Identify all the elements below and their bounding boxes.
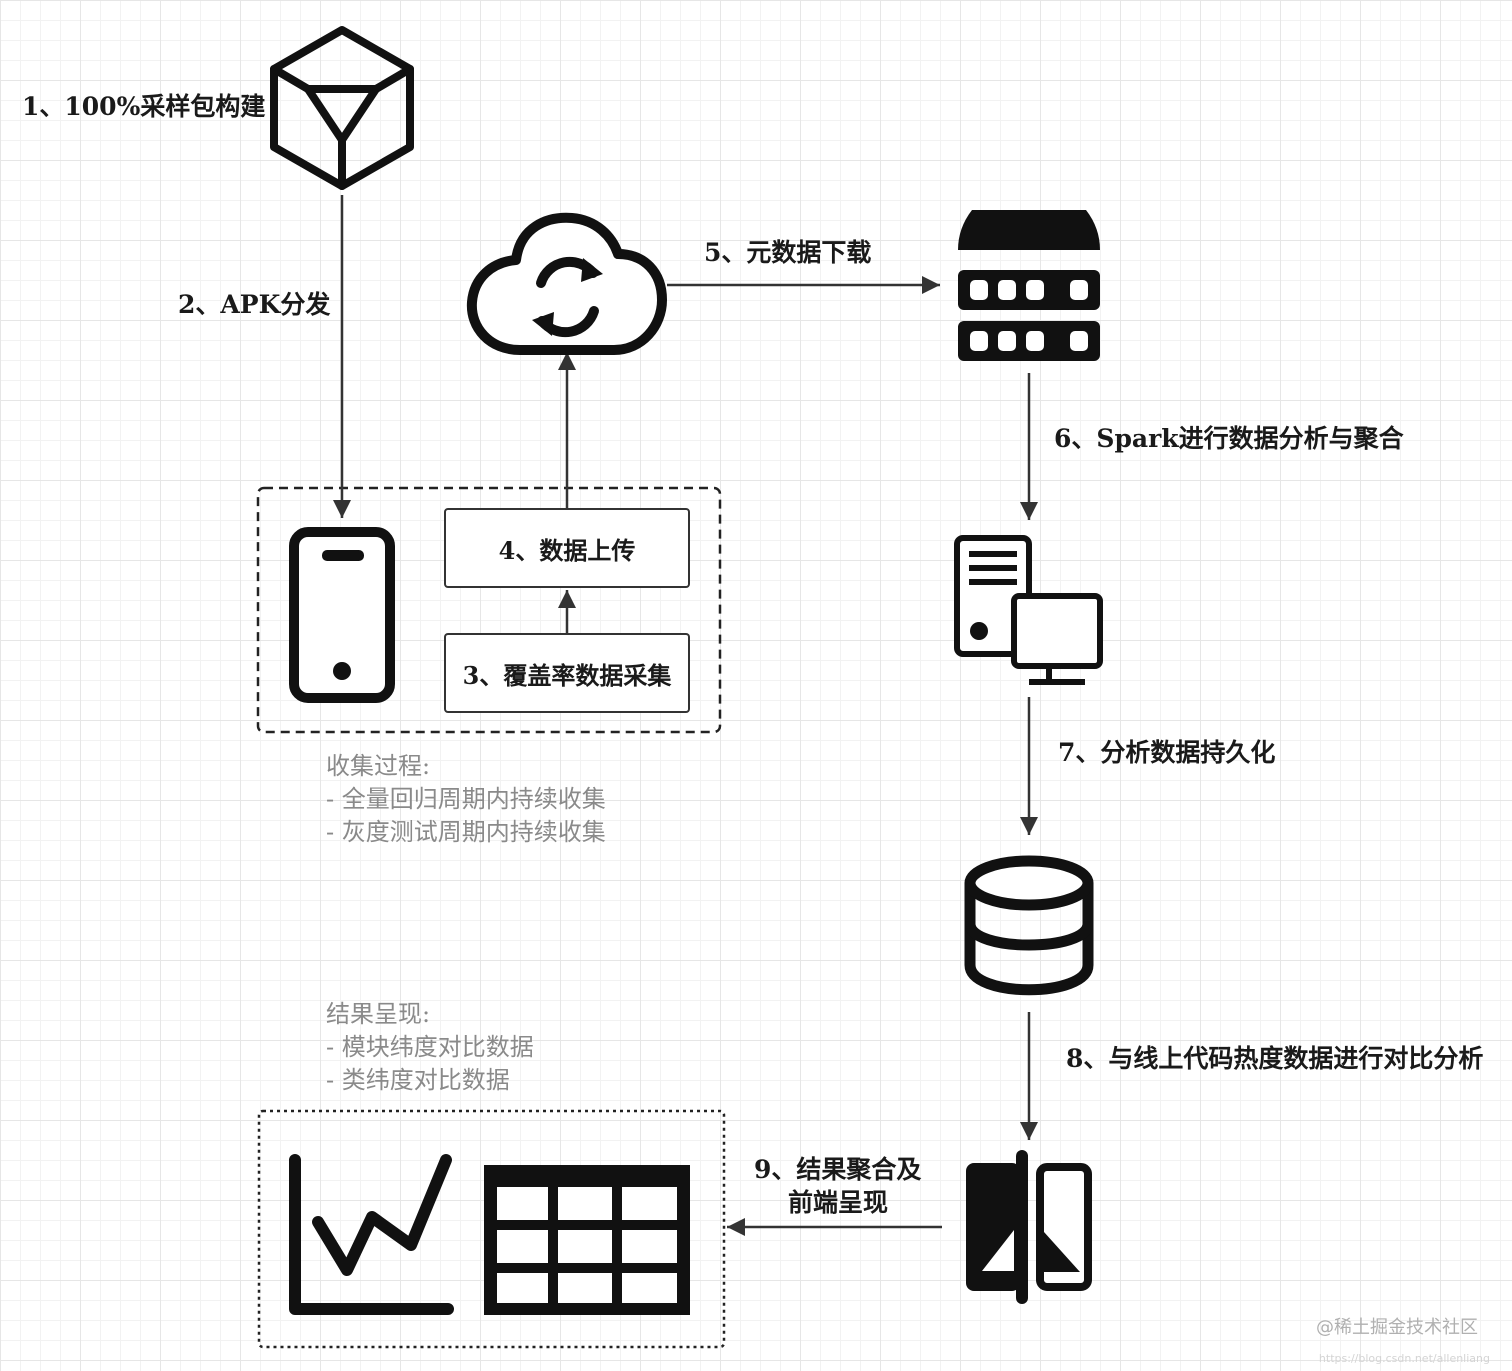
- watermark: @稀土掘金技术社区: [1316, 1317, 1478, 1338]
- label-aggregate-line2: 前端呈现: [788, 1188, 889, 1217]
- label-compare: 8、与线上代码热度数据进行对比分析: [1066, 1044, 1484, 1073]
- watermark-url: https://blog.csdn.net/allenliang: [1318, 1352, 1490, 1365]
- workstation-icon: [954, 535, 1103, 685]
- server-rack-icon: [958, 210, 1100, 361]
- results-note-item: - 模块纬度对比数据: [326, 1033, 534, 1061]
- table-grid-icon: [484, 1165, 690, 1315]
- upload-step-label: 4、数据上传: [498, 535, 636, 565]
- collect-step-box: 3、覆盖率数据采集: [444, 633, 690, 713]
- compare-icon: [966, 1150, 1092, 1304]
- results-note-item: - 类纬度对比数据: [326, 1066, 510, 1094]
- results-note: 结果呈现: - 模块纬度对比数据 - 类纬度对比数据: [326, 998, 534, 1097]
- collect-step-label: 3、覆盖率数据采集: [462, 660, 672, 690]
- database-icon: [964, 855, 1094, 996]
- upload-step-box: 4、数据上传: [444, 508, 690, 588]
- collection-note-item: - 灰度测试周期内持续收集: [326, 818, 606, 846]
- label-distribute: 2、APK分发: [178, 290, 331, 319]
- label-spark-analysis: 6、Spark进行数据分析与聚合: [1054, 424, 1404, 453]
- label-aggregate-line1: 9、结果聚合及: [754, 1155, 922, 1184]
- package-icon: [270, 26, 414, 190]
- label-build: 1、100%采样包构建: [22, 92, 266, 121]
- results-group-border: [257, 1109, 726, 1349]
- label-persist: 7、分析数据持久化: [1058, 738, 1276, 767]
- collection-group-border: [256, 486, 722, 734]
- cloud-sync-icon: [466, 212, 667, 355]
- label-metadata-download: 5、元数据下载: [704, 238, 872, 267]
- collection-note: 收集过程: - 全量回归周期内持续收集 - 灰度测试周期内持续收集: [326, 750, 606, 849]
- collection-note-item: - 全量回归周期内持续收集: [326, 785, 606, 813]
- results-note-title: 结果呈现:: [326, 1000, 431, 1028]
- line-chart-icon: [289, 1154, 454, 1315]
- mobile-phone-icon: [289, 527, 395, 703]
- collection-note-title: 收集过程:: [326, 752, 431, 780]
